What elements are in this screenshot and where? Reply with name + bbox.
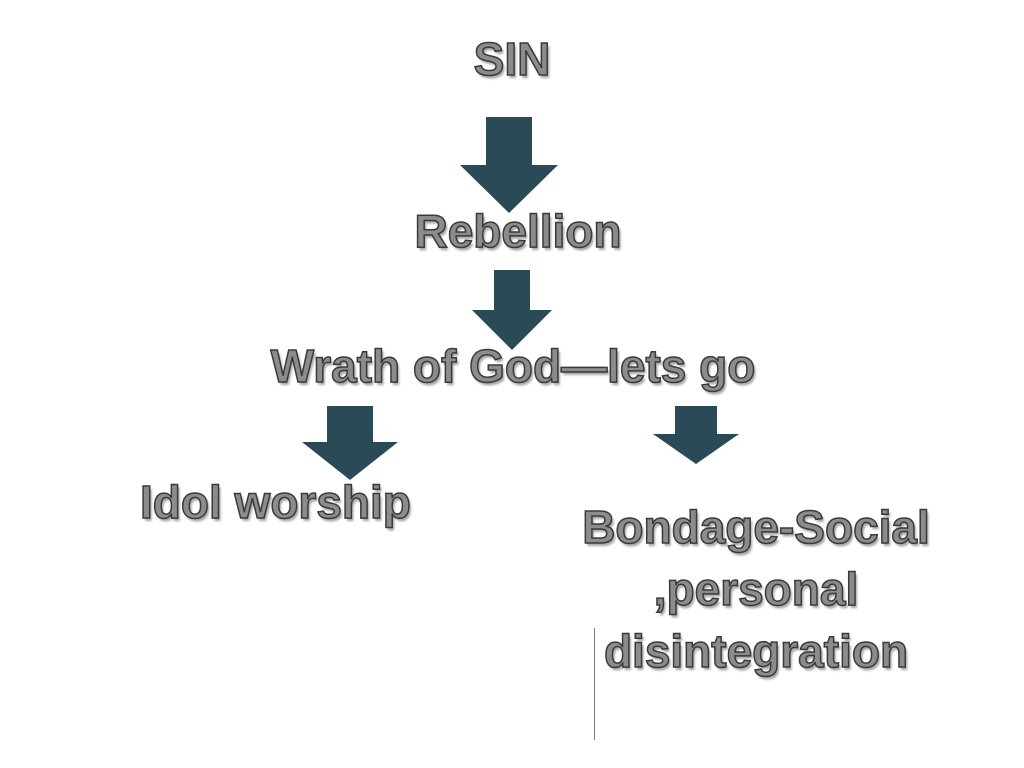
node-idol-worship: Idol worship bbox=[139, 476, 411, 528]
arrow-down-icon bbox=[302, 406, 398, 480]
divider-line bbox=[594, 628, 595, 740]
node-bondage: Bondage-Social ,personal disintegration bbox=[546, 496, 966, 682]
arrow-down-icon bbox=[653, 406, 739, 464]
arrow-down-icon bbox=[472, 270, 552, 350]
node-bondage-line-3: disintegration bbox=[603, 624, 909, 678]
node-wrath-of-god: Wrath of God—lets go bbox=[270, 340, 756, 392]
node-rebellion: Rebellion bbox=[414, 205, 623, 257]
node-bondage-line-2: ,personal bbox=[653, 562, 859, 616]
arrow-down-icon bbox=[460, 117, 558, 213]
node-bondage-line-1: Bondage-Social bbox=[581, 500, 930, 554]
node-sin: SIN bbox=[473, 33, 551, 85]
